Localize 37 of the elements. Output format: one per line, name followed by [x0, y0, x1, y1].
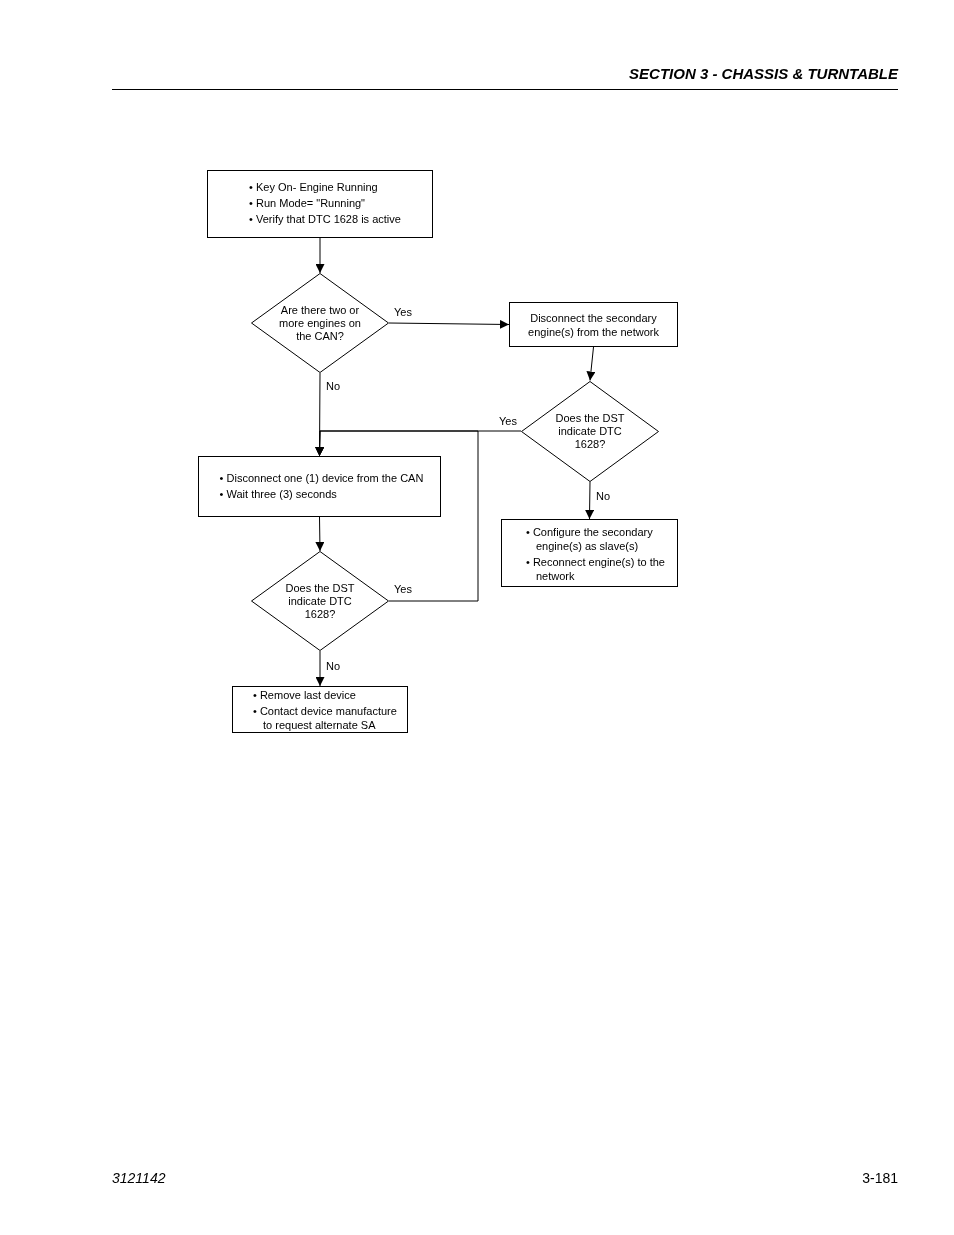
- process-box: [232, 686, 408, 733]
- arrow: [586, 346, 596, 381]
- page-number: 3-181: [862, 1170, 898, 1186]
- bullet-item: • Configure the secondary engine(s) as slave(s): [526, 525, 654, 553]
- bullet-item: • Reconnect engine(s) to the network: [526, 555, 666, 583]
- question-text: Does the DST indicate DTC 1628?: [554, 411, 626, 451]
- arrow: [388, 319, 510, 329]
- process-box: [509, 302, 678, 347]
- arrow: [315, 237, 325, 274]
- question-text: Are there two or more engines on the CAN?: [278, 303, 362, 343]
- bullet-item: • Wait three (3) seconds: [219, 487, 338, 501]
- edge-label: No: [325, 660, 342, 672]
- bullet-item: • Run Mode= "Running": [249, 196, 367, 210]
- edge-label: Yes: [393, 583, 413, 595]
- arrow: [315, 430, 479, 602]
- bullet-item: • Contact device manufacture to request alternate SA: [253, 704, 398, 732]
- arrow: [315, 516, 325, 552]
- section-heading: SECTION 3 - CHASSIS & TURNTABLE: [629, 65, 898, 82]
- bullet-item: • Verify that DTC 1628 is active: [249, 212, 401, 226]
- decision-diamond: [251, 273, 389, 373]
- process-box: [207, 170, 433, 238]
- step-text: Disconnect the secondary engine(s) from the network: [527, 310, 660, 339]
- bullet-item: • Remove last device: [253, 688, 357, 702]
- edge-label: No: [325, 380, 342, 392]
- decision-diamond: [251, 551, 389, 651]
- edge-label: Yes: [393, 306, 413, 318]
- bullet-item: • Disconnect one (1) device from the CAN: [219, 471, 424, 485]
- edge-label: No: [595, 490, 612, 502]
- bullet-item: • Key On- Engine Running: [249, 180, 379, 194]
- arrow: [315, 650, 325, 687]
- question-text: Does the DST indicate DTC 1628?: [284, 581, 356, 621]
- document-number: 3121142: [112, 1170, 166, 1186]
- decision-diamond: [521, 380, 659, 482]
- process-box: [501, 519, 678, 587]
- process-box: [198, 456, 441, 517]
- edge-label: Yes: [498, 415, 518, 427]
- arrow: [585, 481, 595, 520]
